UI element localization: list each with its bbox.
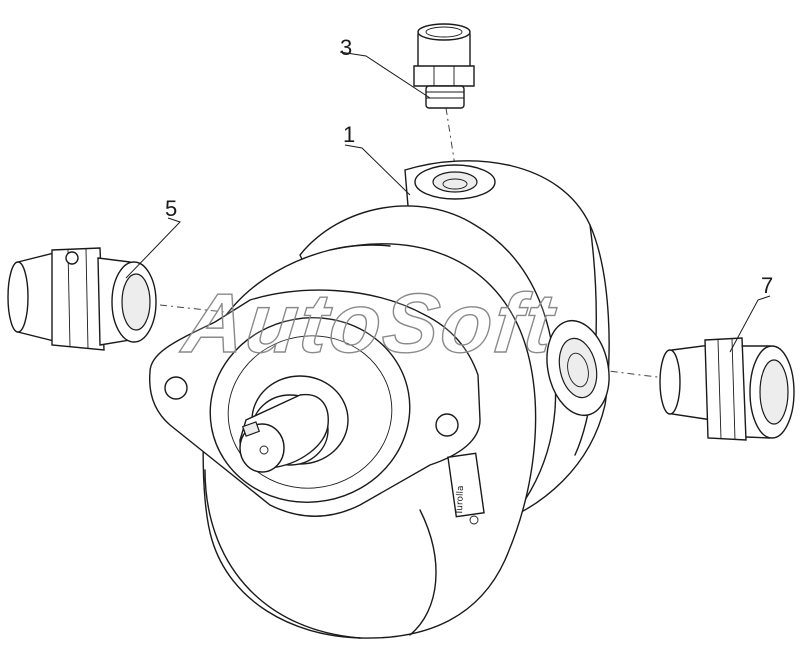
housing-marking: Turolla — [455, 485, 466, 516]
axis-line-part-3 — [445, 107, 459, 186]
callout-part-5: 5 — [165, 196, 177, 221]
leader-part-5 — [125, 217, 181, 279]
callout-part-3: 3 — [340, 35, 352, 60]
fitting-part-5 — [7, 247, 157, 351]
leader-part-1 — [344, 144, 411, 196]
fitting-part-7 — [659, 337, 795, 441]
watermark-text: AutoSoft — [177, 276, 560, 370]
fitting-part-3 — [413, 23, 475, 109]
leader-part-3 — [339, 51, 431, 99]
callout-part-7: 7 — [761, 273, 773, 298]
callout-part-1: 1 — [343, 122, 355, 147]
gear-pump-body: Turolla — [148, 160, 610, 639]
leader-part-7 — [729, 295, 771, 353]
